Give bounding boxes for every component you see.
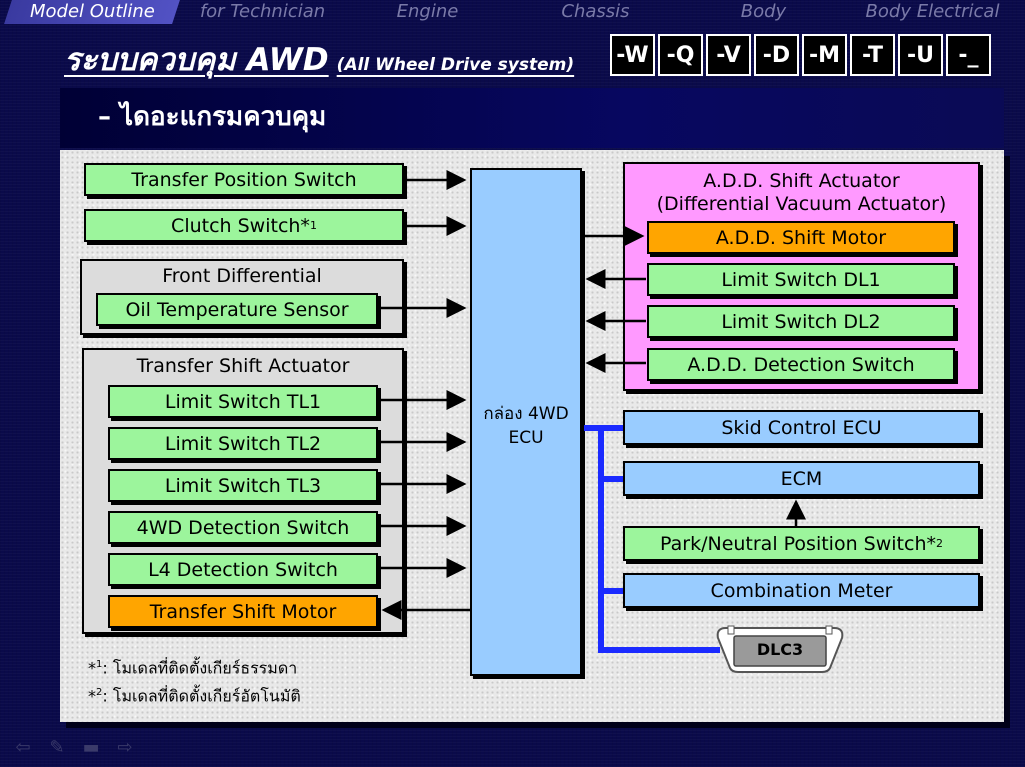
title-main: ระบบควบคุม AWD [64,42,329,78]
tab-label: Body [740,1,787,22]
clutch-note-mark: 1 [309,219,317,232]
combination-meter-label: Combination Meter [710,579,893,602]
add-title-line2: (Differential Vacuum Actuator) [656,193,947,215]
footnote-1-mark: 1 [96,659,103,670]
footnote-2: *2: โมเดลที่ติดตั้งเกียร์อัตโนมัติ [88,686,301,706]
model-button-d[interactable]: -D [754,34,799,76]
bottom-toolbar: ⇦ ✎ ▬ ⇨ [6,736,142,758]
tab-model-outline[interactable]: Model Outline [4,0,180,24]
pencil-icon[interactable]: ✎ [49,736,65,758]
diagram-connections [378,170,806,653]
add-title-line1: A.D.D. Shift Actuator [703,170,900,192]
transfer-shift-motor-box: Transfer Shift Motor [108,595,378,628]
4wd-detection-switch-label: 4WD Detection Switch [136,516,350,539]
limit-switch-tl2-label: Limit Switch TL2 [164,432,322,455]
back-arrow-icon[interactable]: ⇦ [15,736,31,758]
model-button-u[interactable]: -U [898,34,943,76]
ecm-box: ECM [623,461,980,496]
footnotes: *1: โมเดลที่ติดตั้งเกียร์ธรรมดา *2: โมเด… [88,652,301,709]
add-shift-motor-box: A.D.D. Shift Motor [647,221,955,254]
model-button-blank[interactable]: -_ [946,34,991,76]
limit-switch-tl1-box: Limit Switch TL1 [108,385,378,418]
tab-body-electrical[interactable]: Body Electrical [850,0,1015,24]
tab-engine[interactable]: Engine [360,0,495,24]
front-differential-group: Front Differential Oil Temperature Senso… [80,259,404,335]
limit-switch-tl3-label: Limit Switch TL3 [164,474,322,497]
model-buttons: -W -Q -V -D -M -T -U -_ [610,34,994,76]
tab-label: Model Outline [29,1,155,22]
l4-detection-switch-box: L4 Detection Switch [108,553,378,586]
skid-control-ecu-label: Skid Control ECU [721,416,882,439]
model-button-t[interactable]: -T [850,34,895,76]
add-shift-actuator-group: A.D.D. Shift Actuator (Differential Vacu… [623,162,980,391]
limit-switch-dl1-label: Limit Switch DL1 [721,268,881,291]
tab-body[interactable]: Body [696,0,831,24]
ecu-label-line1: กล่อง 4WD [483,404,569,424]
4wd-detection-switch-box: 4WD Detection Switch [108,511,378,544]
model-button-v[interactable]: -V [706,34,751,76]
section-header: – ไดอะแกรมควบคุม [60,88,1004,148]
limit-switch-dl1-box: Limit Switch DL1 [647,263,955,296]
limit-switch-tl3-box: Limit Switch TL3 [108,469,378,502]
model-button-q[interactable]: -Q [658,34,703,76]
ecm-label: ECM [780,467,823,490]
dlc3-label: DLC3 [756,639,804,659]
top-nav: Model Outline for Technician Engine Chas… [0,0,1025,26]
park-neutral-switch-box: Park/Neutral Position Switch*2 [623,526,980,561]
can-bus-lines [584,425,720,653]
limit-switch-dl2-label: Limit Switch DL2 [721,310,881,333]
4wd-ecu-label: กล่อง 4WD ECU [472,402,580,450]
forward-arrow-icon[interactable]: ⇨ [117,736,133,758]
tab-label: Chassis [561,1,630,22]
title-sub: (All Wheel Drive system) [336,55,575,75]
tab-chassis[interactable]: Chassis [528,0,663,24]
skid-control-ecu-box: Skid Control ECU [623,410,980,445]
add-detection-switch-label: A.D.D. Detection Switch [687,353,915,376]
tab-label: Engine [396,1,459,22]
clutch-switch-label: Clutch Switch* [171,214,310,237]
footnote-2-mark: 2 [96,687,103,699]
dlc3-connector: DLC3 [712,624,848,674]
page-title: ระบบควบคุม AWD (All Wheel Drive system) [64,34,575,78]
limit-switch-tl2-box: Limit Switch TL2 [108,427,378,460]
park-note-mark: 2 [935,537,943,550]
tab-label: Body Electrical [865,1,1000,22]
clutch-switch-box: Clutch Switch*1 [84,209,404,242]
model-button-w[interactable]: -W [610,34,655,76]
footnote-1: *1: โมเดลที่ติดตั้งเกียร์ธรรมดา [88,658,298,678]
transfer-shift-actuator-title: Transfer Shift Actuator [136,355,350,377]
footnote-1-text: : โมเดลที่ติดตั้งเกียร์ธรรมดา [102,658,298,678]
transfer-shift-motor-label: Transfer Shift Motor [149,600,337,623]
limit-switch-tl1-label: Limit Switch TL1 [164,390,322,413]
front-differential-title: Front Differential [162,265,322,287]
control-diagram: Transfer Position Switch Clutch Switch*1… [60,150,1004,722]
add-shift-motor-label: A.D.D. Shift Motor [715,226,887,249]
footnote-2-text: : โมเดลที่ติดตั้งเกียร์อัตโนมัติ [102,686,301,706]
transfer-position-switch-label: Transfer Position Switch [131,168,357,191]
add-shift-actuator-title: A.D.D. Shift Actuator (Differential Vacu… [625,170,978,216]
transfer-shift-actuator-group: Transfer Shift Actuator Limit Switch TL1… [82,348,404,634]
dlc3-connector-icon [716,625,844,673]
model-button-m[interactable]: -M [802,34,847,76]
oil-temperature-sensor-box: Oil Temperature Sensor [96,293,378,326]
limit-switch-dl2-box: Limit Switch DL2 [647,305,955,338]
tab-for-technician[interactable]: for Technician [180,0,345,24]
oil-temperature-sensor-label: Oil Temperature Sensor [125,298,349,321]
menu-icon[interactable]: ▬ [82,736,100,758]
tab-label: for Technician [199,1,326,22]
park-neutral-switch-label: Park/Neutral Position Switch* [660,532,936,555]
l4-detection-switch-label: L4 Detection Switch [148,558,338,581]
combination-meter-box: Combination Meter [623,573,980,608]
transfer-position-switch-box: Transfer Position Switch [84,163,404,196]
4wd-ecu-box: กล่อง 4WD ECU [470,168,582,676]
ecu-label-line2: ECU [508,428,544,448]
add-detection-switch-box: A.D.D. Detection Switch [647,348,955,381]
